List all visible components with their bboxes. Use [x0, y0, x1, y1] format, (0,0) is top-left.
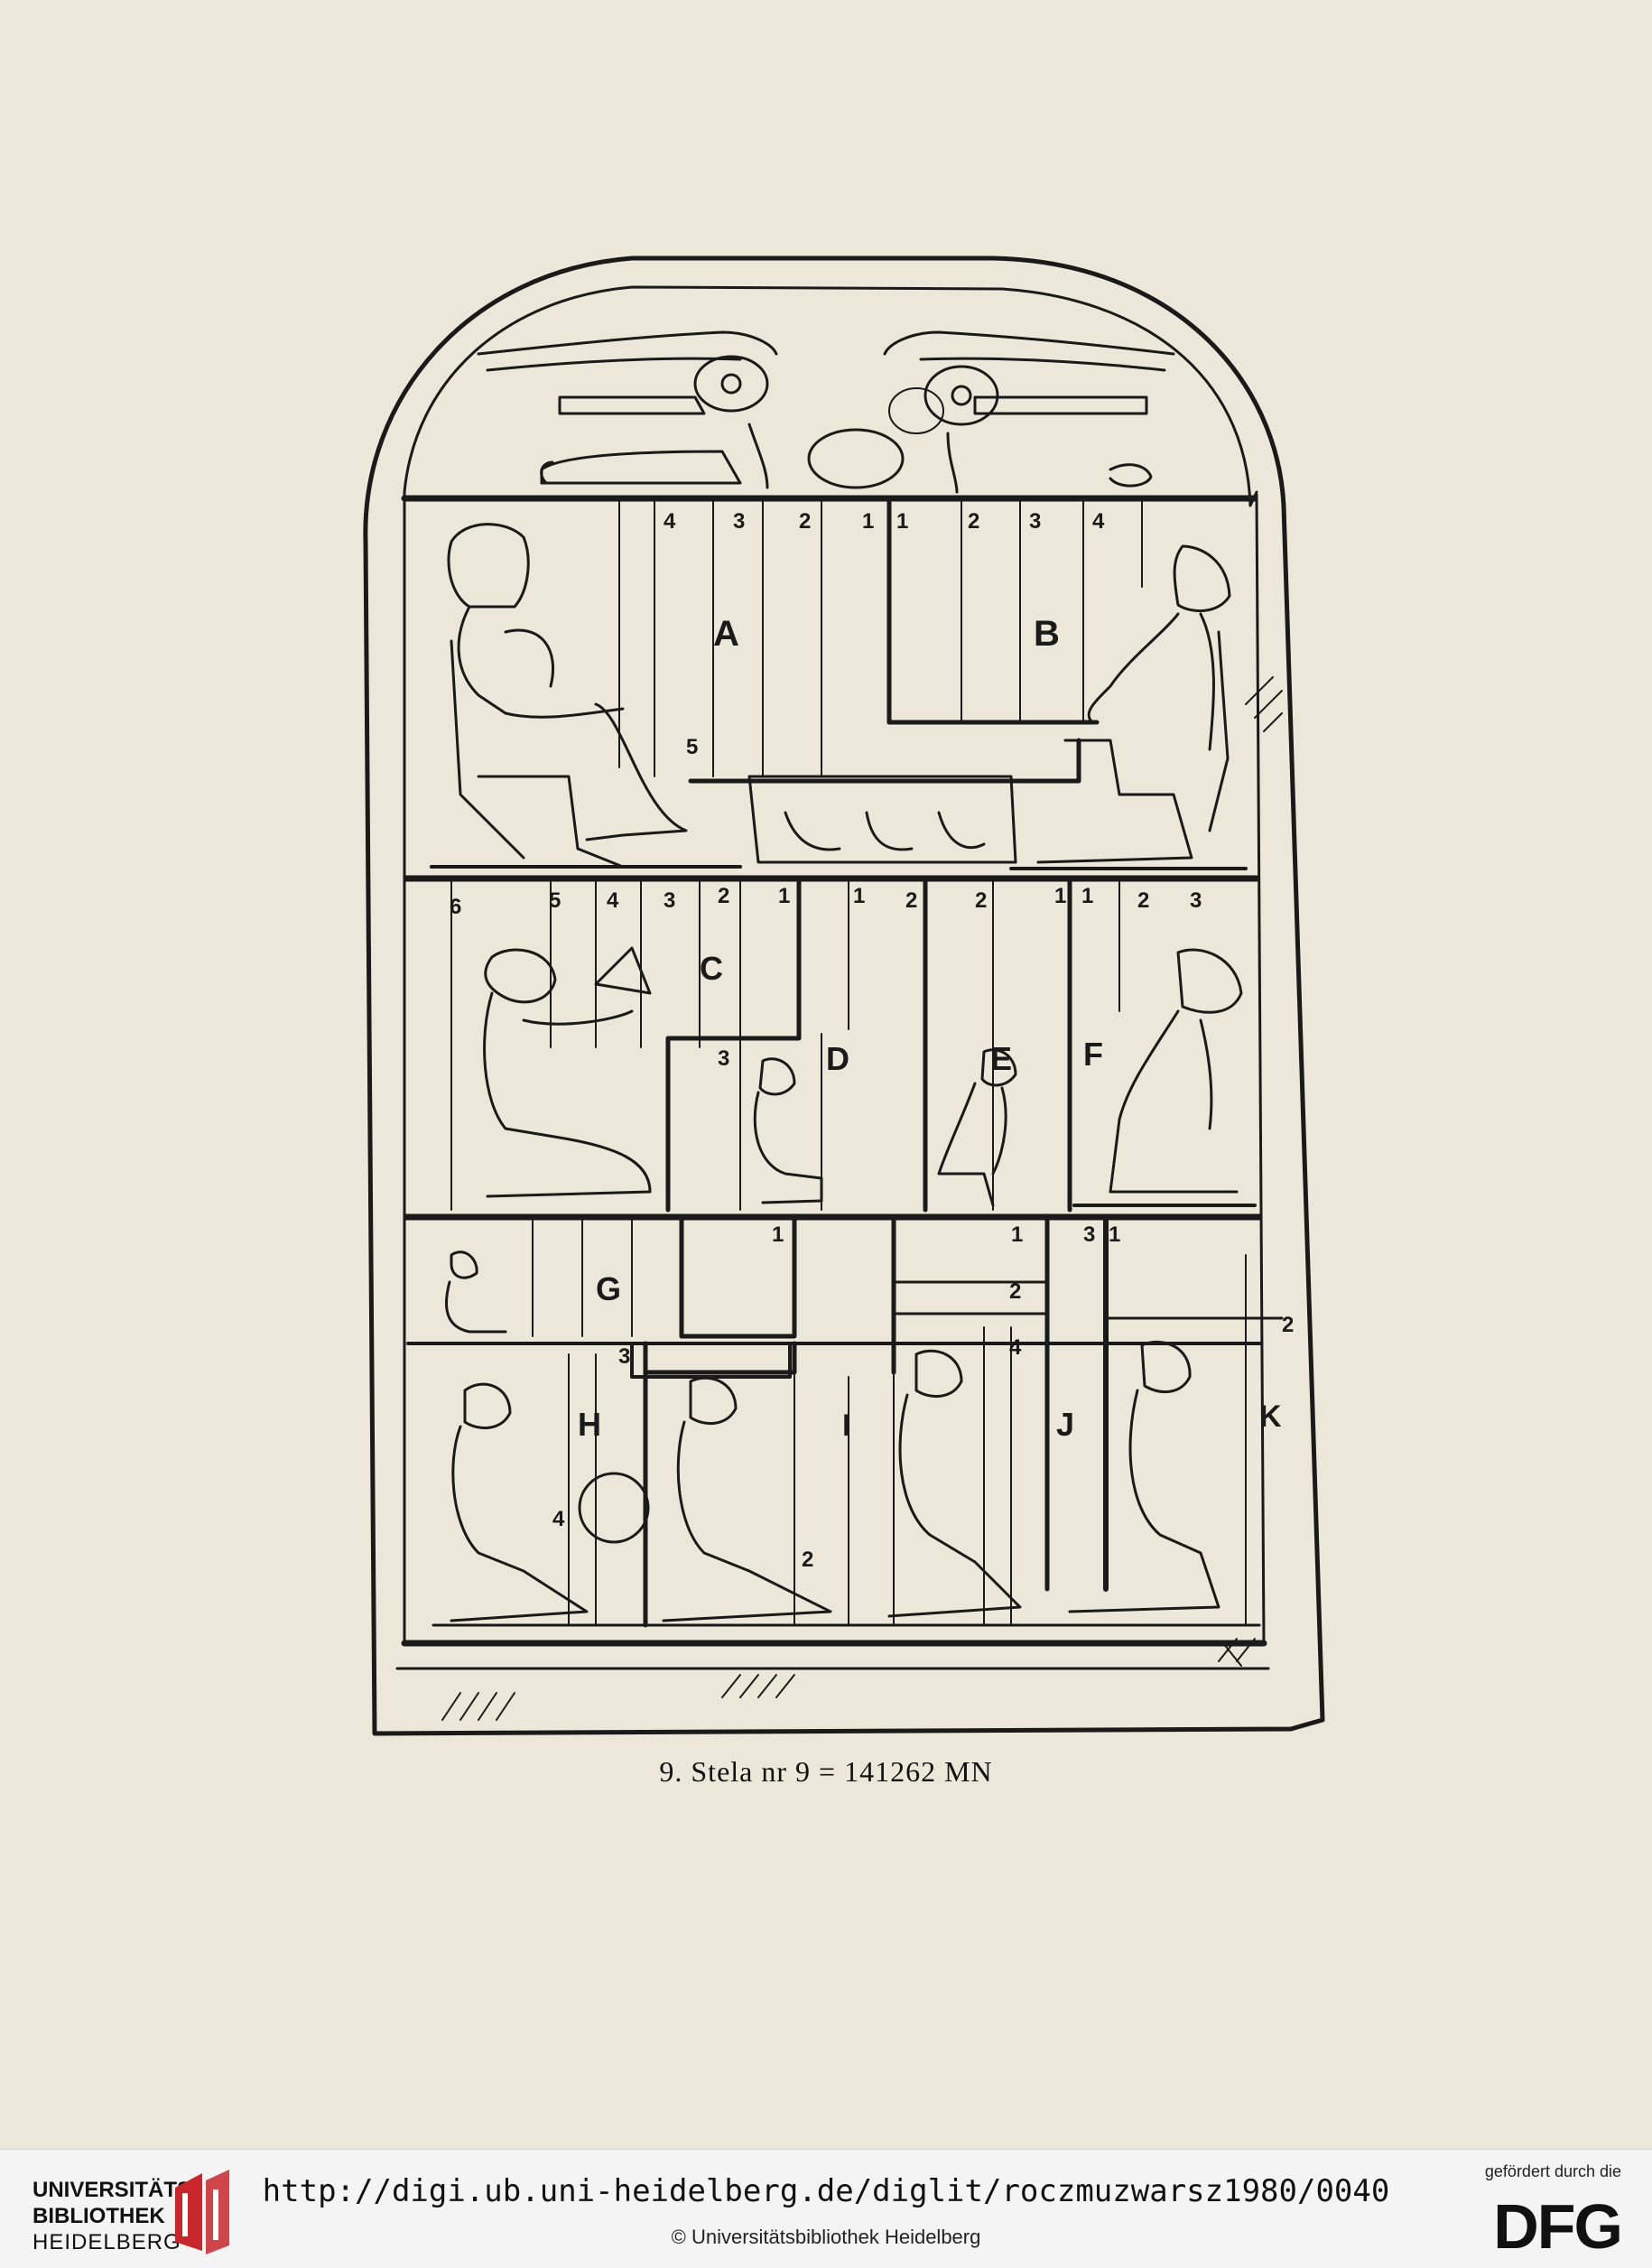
panel-label: H: [578, 1406, 601, 1443]
panel-label: K: [1259, 1399, 1282, 1434]
register-number: 1: [862, 509, 874, 534]
register-number: 3: [1083, 1222, 1095, 1247]
figure-caption: 9. Stela nr 9 = 141262 MN: [659, 1755, 993, 1788]
register-number: 4: [1009, 1335, 1022, 1360]
panel-label: A: [713, 614, 739, 654]
register-number: 1: [1011, 1222, 1023, 1247]
panel-label: C: [700, 950, 723, 987]
register-number: 4: [1092, 509, 1105, 534]
stela-inner-outline: [403, 285, 1258, 507]
panel-label: B: [1034, 614, 1060, 654]
dfg-logo-icon: DFG: [1493, 2191, 1623, 2262]
register-number: 2: [1009, 1279, 1021, 1304]
register-number: 5: [686, 735, 698, 759]
register-number: 4: [607, 888, 619, 913]
library-logo[interactable]: UNIVERSITÄTS- BIBLIOTHEK HEIDELBERG: [32, 2170, 249, 2256]
register-number: 2: [905, 888, 917, 913]
register-number: 3: [1029, 509, 1041, 534]
footer-bar: UNIVERSITÄTS- BIBLIOTHEK HEIDELBERG http…: [0, 2149, 1652, 2268]
library-line2: BIBLIOTHEK: [32, 2204, 165, 2228]
stela-outer-outline: [363, 256, 1325, 1736]
register-number: 3: [618, 1344, 630, 1369]
register-number: 1: [853, 884, 865, 908]
register-number: 1: [1054, 884, 1066, 908]
register-number: 1: [772, 1222, 784, 1247]
register-number: 2: [799, 509, 811, 534]
stela-drawing: A B C D E F G H I J K 4 3 2 1 1 2 3 4 5 …: [363, 256, 1325, 1736]
library-line3: HEIDELBERG: [32, 2230, 181, 2254]
register-number: 3: [718, 1046, 729, 1071]
scanned-page: ​: [363, 256, 1325, 1788]
library-line1: UNIVERSITÄTS-: [32, 2178, 200, 2202]
register-number: 1: [1109, 1222, 1120, 1247]
register-number: 2: [718, 884, 729, 908]
register-number: 3: [733, 509, 745, 534]
panel-label: I: [842, 1408, 850, 1443]
register-number: 2: [968, 509, 979, 534]
funder-logo[interactable]: gefördert durch die DFG: [1450, 2162, 1623, 2262]
copyright-text: © Universitätsbibliothek Heidelberg: [671, 2226, 981, 2248]
library-emblem-icon: [175, 2170, 229, 2254]
register-number: 2: [975, 888, 987, 913]
register-number: 6: [450, 895, 461, 919]
register-number: 2: [1137, 888, 1149, 913]
register-number: 4: [664, 509, 676, 534]
register-number: 2: [1282, 1313, 1294, 1337]
register-number: 5: [549, 888, 561, 913]
panel-label: D: [826, 1040, 849, 1077]
panel-label: J: [1056, 1406, 1074, 1443]
register-number: 2: [802, 1548, 813, 1572]
register-number: 1: [778, 884, 790, 908]
permalink-url[interactable]: http://digi.ub.uni-heidelberg.de/diglit/…: [262, 2173, 1390, 2209]
panel-label: G: [596, 1270, 621, 1307]
panel-label: E: [990, 1040, 1012, 1077]
register-number: 1: [896, 509, 908, 534]
register-number: 3: [1190, 888, 1202, 913]
register-number: 1: [1081, 884, 1093, 908]
funder-label: gefördert durch die: [1484, 2162, 1621, 2180]
register-number: 4: [552, 1507, 565, 1531]
register-number: 3: [664, 888, 675, 913]
library-name: UNIVERSITÄTS- BIBLIOTHEK HEIDELBERG: [32, 2177, 199, 2255]
panel-label: F: [1083, 1036, 1103, 1073]
